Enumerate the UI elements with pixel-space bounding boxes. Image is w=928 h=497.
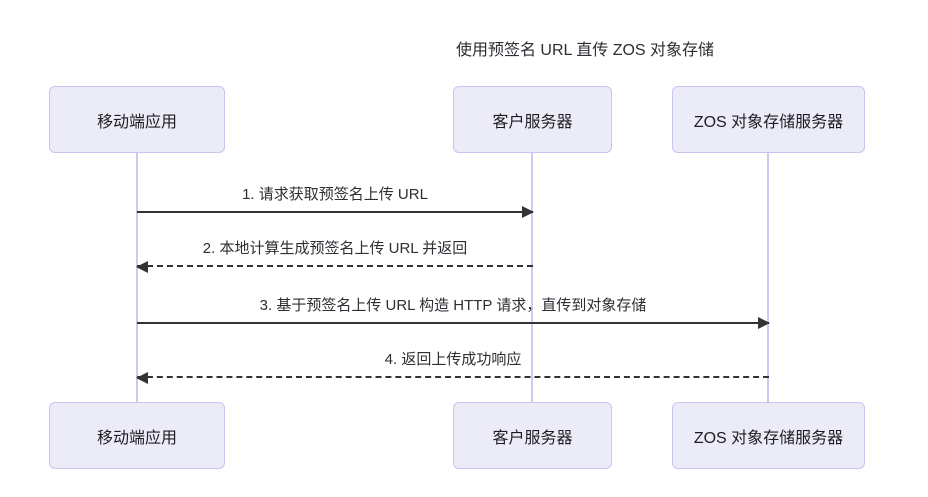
message-1-label: 1. 请求获取预签名上传 URL: [242, 186, 428, 203]
participant-label: ZOS 对象存储服务器: [693, 429, 844, 447]
participant-label: 移动端应用: [96, 113, 177, 131]
message-3-arrow[interactable]: 3. 基于预签名上传 URL 构造 HTTP 请求，直传到对象存储: [137, 297, 770, 329]
arrowhead-left-icon: [136, 261, 148, 273]
diagram-title: 使用预签名 URL 直传 ZOS 对象存储: [455, 42, 715, 59]
participant-box-customer-server-top[interactable]: 客户服务器: [453, 86, 612, 153]
participant-box-customer-server-bottom[interactable]: 客户服务器: [453, 402, 612, 469]
lifeline-zos-server: [767, 153, 769, 402]
message-4-label: 4. 返回上传成功响应: [384, 351, 522, 368]
participant-label: 客户服务器: [492, 429, 573, 447]
participant-box-mobile-app-top[interactable]: 移动端应用: [49, 86, 225, 153]
message-4-arrow[interactable]: 4. 返回上传成功响应: [136, 351, 769, 384]
arrowhead-right-icon: [758, 317, 770, 329]
participant-box-zos-server-bottom[interactable]: ZOS 对象存储服务器: [672, 402, 865, 469]
arrowhead-right-icon: [522, 206, 534, 218]
message-3-label: 3. 基于预签名上传 URL 构造 HTTP 请求，直传到对象存储: [259, 297, 647, 314]
participant-label: 客户服务器: [492, 113, 573, 131]
message-2-label: 2. 本地计算生成预签名上传 URL 并返回: [202, 240, 468, 257]
arrowhead-left-icon: [136, 372, 148, 384]
message-1-arrow[interactable]: 1. 请求获取预签名上传 URL: [137, 186, 534, 218]
participant-box-mobile-app-bottom[interactable]: 移动端应用: [49, 402, 225, 469]
lifeline-mobile-app: [136, 153, 138, 402]
participant-label: ZOS 对象存储服务器: [693, 113, 844, 131]
lifeline-customer-server: [531, 153, 533, 402]
message-2-arrow[interactable]: 2. 本地计算生成预签名上传 URL 并返回: [136, 240, 533, 273]
participant-box-zos-server-top[interactable]: ZOS 对象存储服务器: [672, 86, 865, 153]
participant-label: 移动端应用: [96, 429, 177, 447]
